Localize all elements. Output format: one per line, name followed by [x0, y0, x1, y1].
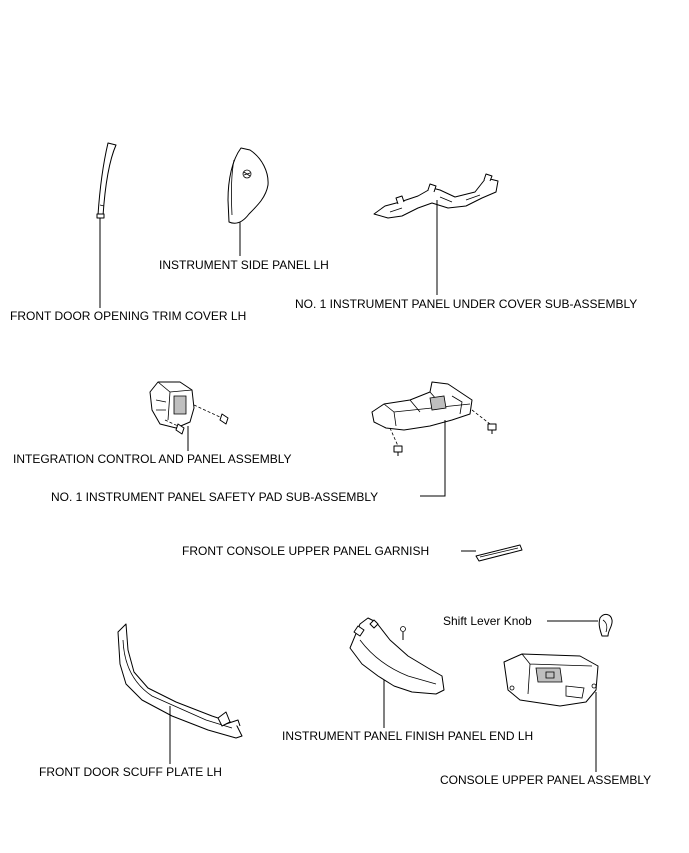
front-console-upper-panel-garnish-part [475, 544, 523, 562]
label-integration-control-panel: INTEGRATION CONTROL AND PANEL ASSEMBLY [13, 452, 292, 466]
instrument-panel-finish-panel-end-part [349, 617, 445, 695]
leader-no1-safety-pad [420, 420, 446, 497]
shift-lever-knob-part [598, 613, 613, 637]
console-upper-panel-assembly-part [503, 653, 599, 707]
instrument-side-panel-part [227, 147, 269, 224]
label-no1-instrument-panel-under-cover: NO. 1 INSTRUMENT PANEL UNDER COVER SUB-A… [295, 297, 638, 311]
label-shift-lever-knob: Shift Lever Knob [443, 614, 532, 628]
label-console-upper-panel-assembly: CONSOLE UPPER PANEL ASSEMBLY [440, 773, 652, 787]
integration-control-panel-part [149, 381, 229, 435]
label-front-door-opening-trim-cover: FRONT DOOR OPENING TRIM COVER LH [10, 309, 247, 323]
no1-instrument-panel-safety-pad-part [371, 381, 497, 456]
no1-instrument-panel-under-cover-part [373, 173, 499, 219]
front-door-opening-trim-cover-part [96, 142, 117, 219]
front-door-scuff-plate-part [117, 623, 243, 739]
label-front-console-upper-panel-garnish: FRONT CONSOLE UPPER PANEL GARNISH [182, 544, 430, 558]
label-no1-instrument-panel-safety-pad: NO. 1 INSTRUMENT PANEL SAFETY PAD SUB-AS… [51, 490, 379, 504]
label-instrument-side-panel: INSTRUMENT SIDE PANEL LH [159, 258, 329, 272]
label-front-door-scuff-plate: FRONT DOOR SCUFF PLATE LH [39, 765, 222, 779]
label-instrument-panel-finish-panel-end: INSTRUMENT PANEL FINISH PANEL END LH [282, 729, 534, 743]
